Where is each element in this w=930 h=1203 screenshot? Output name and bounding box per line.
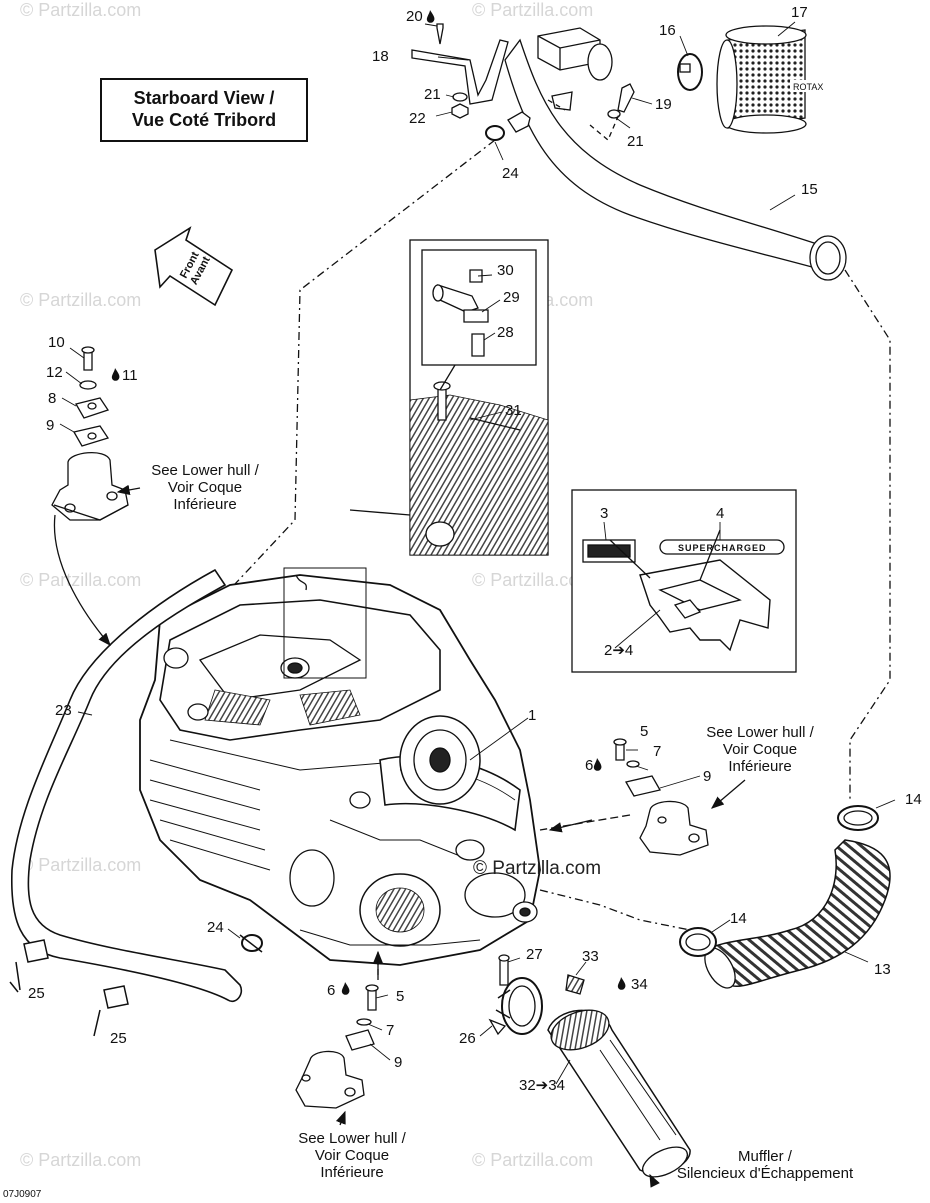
note-line: Inférieure xyxy=(728,758,792,775)
callout-20: 20 xyxy=(406,8,423,25)
callout-31: 31 xyxy=(505,402,522,419)
callout-14: 14 xyxy=(730,910,747,927)
callout-4: 4 xyxy=(716,505,725,522)
callout-7: 7 xyxy=(386,1022,395,1039)
view-label-line1: Starboard View / xyxy=(133,88,275,108)
callout-8: 8 xyxy=(48,390,57,407)
callout-10: 10 xyxy=(48,334,65,351)
water-hose xyxy=(10,568,243,1003)
callout-1: 1 xyxy=(528,707,537,724)
callout-18: 18 xyxy=(372,48,389,65)
callout-28: 28 xyxy=(497,324,514,341)
filter-brand-label: ROTAX xyxy=(793,82,824,92)
watermark: © Partzilla.com xyxy=(472,1150,594,1170)
callout-29: 29 xyxy=(503,289,520,306)
callout-26: 26 xyxy=(459,1030,476,1047)
watermark: © Partzilla.com xyxy=(20,570,142,590)
callout-3: 3 xyxy=(600,505,609,522)
front-arrow xyxy=(154,226,234,307)
callout-5: 5 xyxy=(396,988,405,1005)
drawing-id: 07J0907 xyxy=(3,1189,42,1200)
mount-left xyxy=(51,452,129,521)
callout-30: 30 xyxy=(497,262,514,279)
callout-24: 24 xyxy=(207,919,224,936)
callout-17: 17 xyxy=(791,4,808,21)
callout-12: 12 xyxy=(46,364,63,381)
callout-9: 9 xyxy=(394,1054,403,1071)
view-label-line2: Vue Coté Tribord xyxy=(131,110,277,130)
callout-7: 7 xyxy=(653,743,662,760)
callout-23: 23 xyxy=(55,702,72,719)
lower-hull-note-right: See Lower hull / Voir Coque Inférieure xyxy=(690,724,830,775)
note-line: Inférieure xyxy=(320,1164,384,1181)
note-line: Inférieure xyxy=(173,496,237,513)
clamp-14-lower xyxy=(679,927,717,957)
note-line: See Lower hull / xyxy=(298,1130,406,1147)
callout-25: 25 xyxy=(110,1030,127,1047)
lower-hull-note-bottom: See Lower hull / Voir Coque Inférieure xyxy=(282,1130,422,1181)
center-watermark: © Partzilla.com xyxy=(473,858,602,879)
mount-right xyxy=(639,800,709,856)
callout-6: 6 xyxy=(327,982,336,999)
callout-9: 9 xyxy=(703,768,712,785)
watermark: © Partzilla.com xyxy=(20,290,142,310)
callout-24: 24 xyxy=(502,165,519,182)
callout-27: 27 xyxy=(526,946,543,963)
note-line: Silencieux d'Échappement xyxy=(676,1165,854,1182)
callout-5: 5 xyxy=(640,723,649,740)
watermark: © Partzilla.com xyxy=(472,570,594,590)
mount-bottom xyxy=(295,1050,365,1109)
watermark: © Partzilla.com xyxy=(20,855,142,875)
note-line: Voir Coque xyxy=(314,1147,390,1164)
watermark: © Partzilla.com xyxy=(20,0,142,20)
note-line: Muffler / xyxy=(738,1148,792,1165)
callout-33: 33 xyxy=(582,948,599,965)
bracket-18 xyxy=(411,39,509,105)
callout-11: 11 xyxy=(122,367,138,384)
callout-25: 25 xyxy=(28,985,45,1002)
view-label-box: Starboard View / Vue Coté Tribord xyxy=(100,78,308,142)
callout-21: 21 xyxy=(424,86,441,103)
engine-assembly xyxy=(139,574,541,966)
callout-14: 14 xyxy=(905,791,922,808)
callout-16: 16 xyxy=(659,22,676,39)
decal-text: SUPERCHARGED xyxy=(678,543,767,553)
callout-19: 19 xyxy=(655,96,672,113)
note-line: Voir Coque xyxy=(167,479,243,496)
callout-6: 6 xyxy=(585,757,594,774)
callout-2-4: 2➔4 xyxy=(604,642,634,659)
callout-13: 13 xyxy=(874,961,891,978)
watermark: © Partzilla.com xyxy=(472,0,594,20)
callout-21: 21 xyxy=(627,133,644,150)
callout-15: 15 xyxy=(801,181,818,198)
callout-34: 34 xyxy=(631,976,648,993)
note-line: Voir Coque xyxy=(722,741,798,758)
lower-hull-note-left: See Lower hull / Voir Coque Inférieure xyxy=(135,462,275,513)
air-filter xyxy=(716,25,826,134)
muffler-note: Muffler / Silencieux d'Échappement xyxy=(640,1148,890,1182)
note-line: See Lower hull / xyxy=(706,724,814,741)
clamp-14-upper xyxy=(837,805,879,831)
callout-22: 22 xyxy=(409,110,426,127)
callout-32-34: 32➔34 xyxy=(519,1077,565,1094)
callout-9: 9 xyxy=(46,417,55,434)
watermark: © Partzilla.com xyxy=(20,1150,142,1170)
note-line: See Lower hull / xyxy=(151,462,259,479)
exhaust-hose xyxy=(707,839,891,988)
